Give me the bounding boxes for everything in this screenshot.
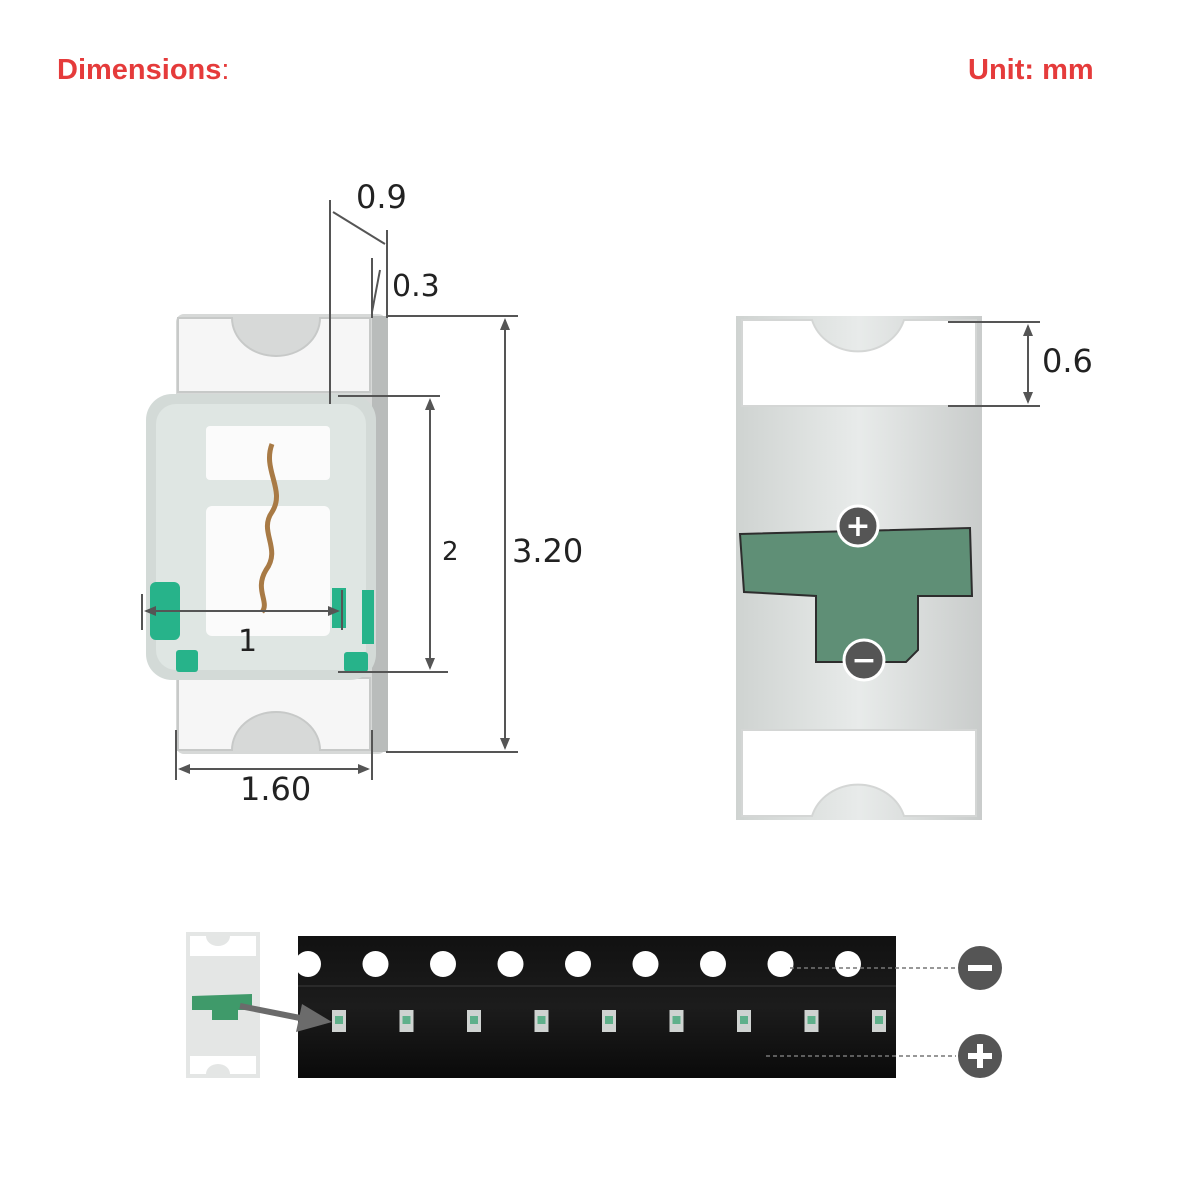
pad-dimension-lines: [948, 321, 1040, 407]
cathode-symbol: −: [851, 643, 876, 678]
dimensions-heading: Dimensions:: [57, 54, 230, 86]
tape-led: [602, 1010, 616, 1032]
green-pad-edge: [362, 590, 374, 644]
back-top-pad: [741, 319, 977, 407]
green-pad-left-lower: [176, 650, 198, 672]
sprocket-hole: [430, 951, 456, 977]
polarity-mark: [738, 526, 974, 663]
front-dimension-lines: [141, 200, 518, 780]
arrow-icon: [239, 1003, 332, 1032]
tape-led: [804, 1010, 819, 1032]
green-pad-right-lower: [344, 652, 368, 672]
dim-lens-length-label: 2: [442, 537, 459, 567]
led-front-view: [146, 314, 388, 754]
green-pad-right: [332, 588, 346, 628]
minus-circle-icon: −: [842, 638, 886, 682]
dim-total-width-label: 1.60: [240, 770, 311, 808]
tape-led: [332, 1010, 346, 1032]
tape-minus-circle-icon: [958, 946, 1002, 990]
tape-led: [467, 1010, 481, 1032]
unit-heading: Unit: mm: [968, 54, 1094, 86]
tape-led: [399, 1010, 414, 1032]
tape-plus-circle-icon: [958, 1034, 1002, 1078]
sprocket-hole: [565, 951, 591, 977]
dim-lens-offset-label: 0.9: [356, 178, 407, 216]
tape-led: [669, 1010, 684, 1032]
tape-led: [737, 1010, 751, 1032]
plus-circle-icon: +: [836, 504, 880, 548]
thumbnail-bottom-pad: [190, 1056, 256, 1074]
sprocket-hole: [362, 951, 389, 977]
sprocket-hole: [497, 951, 524, 977]
anode-symbol: +: [845, 509, 870, 544]
thumbnail-top-pad: [190, 936, 256, 956]
back-bottom-pad: [741, 729, 977, 817]
dim-pad-length-label: 0.6: [1042, 342, 1093, 380]
sprocket-hole: [700, 951, 726, 977]
led-back-view: [736, 316, 982, 820]
tape-led: [872, 1010, 886, 1032]
bond-wire: [258, 443, 279, 614]
carrier-tape: [295, 936, 896, 1078]
sprocket-hole: [632, 951, 659, 977]
tape-leds: [332, 1010, 886, 1032]
thumbnail-polarity-mark: [192, 994, 252, 1020]
dim-lens-width-label: 1: [238, 624, 257, 659]
tape-led: [534, 1010, 549, 1032]
top-pad: [177, 317, 371, 393]
bottom-pad: [177, 677, 371, 751]
tape-body: [298, 936, 896, 1078]
dim-edge-gap-label: 0.3: [392, 269, 440, 304]
sprocket-holes: [295, 951, 861, 977]
sprocket-hole: [767, 951, 794, 977]
sprocket-hole: [835, 951, 861, 977]
dim-total-length-label: 3.20: [512, 532, 583, 570]
sprocket-hole: [295, 951, 321, 977]
